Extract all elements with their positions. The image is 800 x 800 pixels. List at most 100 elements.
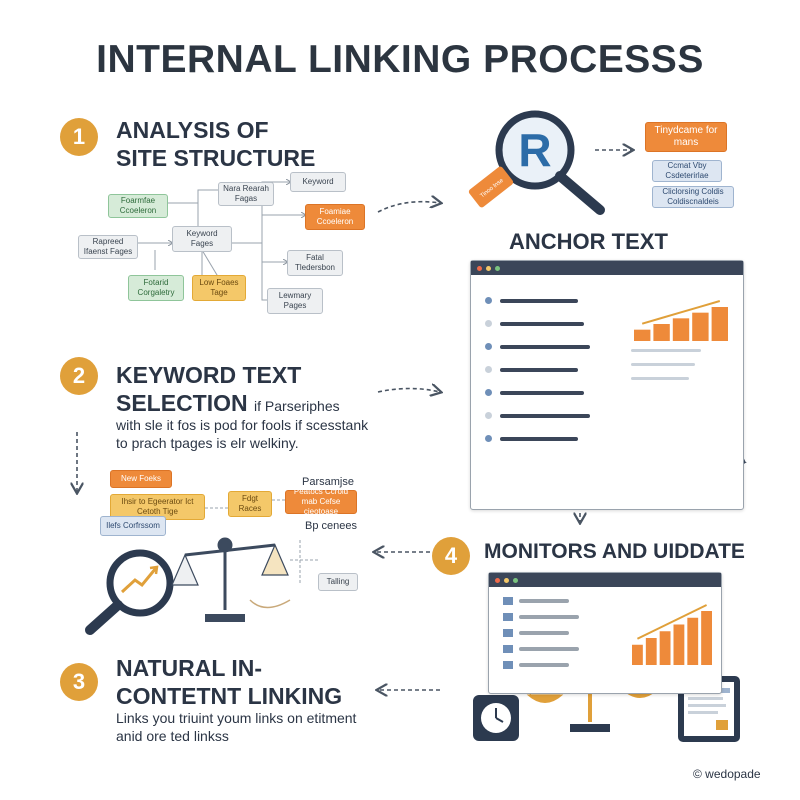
sitemap-node: Fatal Tledersbon (287, 250, 343, 276)
step-2-inline-text: if Parseriphes (254, 398, 340, 414)
magnifier-chart-icon (85, 549, 174, 635)
bullet-icon (485, 412, 492, 419)
chart-bar (645, 638, 657, 665)
placeholder-line (519, 647, 579, 651)
anchor-list-row (485, 320, 584, 327)
bullet-icon (485, 435, 492, 442)
anchor-list-row (485, 389, 584, 396)
chart-bar (653, 324, 670, 341)
browser-titlebar (489, 573, 721, 587)
balance-scale-icon (171, 537, 291, 622)
monitor-row-block (503, 645, 513, 653)
placeholder-line (500, 413, 590, 418)
step-1-heading-line1: ANALYSIS OF (116, 117, 269, 143)
chart-bar (687, 617, 699, 665)
step-4-badge: 4 (432, 537, 470, 575)
keyword-label: Bp cenees (305, 520, 357, 532)
monitor-row-block (503, 613, 513, 621)
placeholder-line (500, 390, 584, 395)
arrow-2-to-anchor (377, 389, 440, 393)
chart-bar (711, 307, 728, 341)
bullet-icon (485, 320, 492, 327)
step-3-heading: NATURAL IN- CONTETNT LINKING (116, 654, 342, 710)
chart-bar (632, 644, 643, 665)
anchor-option-box: Cliclorsing Coldis Coldiscnaldeis (652, 186, 734, 208)
placeholder-line (519, 663, 569, 667)
anchor-list-row (485, 297, 578, 304)
step-1-heading-line2: SITE STRUCTURE (116, 145, 316, 171)
sitemap-node: Keyword (290, 172, 346, 192)
bullet-icon (485, 389, 492, 396)
anchor-browser-window (470, 260, 744, 510)
step-3-heading-line2: CONTETNT LINKING (116, 683, 343, 709)
sitemap-node: Rapreed Ifaenst Fages (78, 235, 138, 259)
credit-text: © wedopade (693, 767, 761, 781)
step-3-heading-line1: NATURAL IN- (116, 655, 263, 681)
anchor-text-heading: ANCHOR TEXT (509, 229, 668, 254)
sitemap-node: Foarmfae Ccoeleron (108, 194, 168, 218)
monitor-row-block (503, 597, 513, 605)
anchor-option-box: Tinydcame for mans (645, 122, 727, 152)
step-3-badge: 3 (60, 663, 98, 701)
placeholder-line (631, 349, 701, 352)
step-4-heading: MONITORS AND UIDDATE (484, 540, 745, 563)
step-2-badge: 2 (60, 357, 98, 395)
sitemap-node: Nara Rearah Fagas (218, 182, 274, 206)
placeholder-line (500, 344, 590, 349)
anchor-list-row (485, 343, 590, 350)
bullet-icon (485, 297, 492, 304)
monitor-row-block (503, 661, 513, 669)
placeholder-line (500, 321, 584, 326)
step-3-description: Links you triuint youm links on etitment… (116, 709, 356, 745)
sitemap-node: Low Foaes Tage (192, 275, 246, 301)
chart-bar (692, 312, 709, 341)
sitemap-node: Lewmary Pages (267, 288, 323, 314)
monitor-row-block (503, 629, 513, 637)
chart-bar (659, 631, 671, 665)
anchor-list-row (485, 412, 590, 419)
keyword-box: Ihsir to Egeerator Ict Cetoth Tige (110, 494, 205, 520)
placeholder-line (519, 599, 569, 603)
keyword-box: Peatocs Ccroid mab Cefse cjeotoase (285, 487, 357, 516)
placeholder-line (500, 298, 578, 303)
step-2-desc-line1: with sle it fos is pod for fools if sces… (116, 417, 369, 433)
bullet-icon (485, 366, 492, 373)
step-2-heading-line2: SELECTION (116, 390, 248, 416)
step-1-heading: ANALYSIS OF SITE STRUCTURE (116, 116, 315, 172)
browser-titlebar (471, 261, 743, 275)
sitemap-node: Fotarid Corgaletry (128, 275, 184, 301)
keyword-box: Ilefs Corfrssom (100, 516, 166, 536)
chart-bar (673, 624, 685, 665)
step-3-desc-line2: anid ore ted linkss (116, 728, 229, 744)
magnifier-icon (468, 110, 605, 215)
flow-arrows (77, 150, 632, 690)
step-2-desc-line2: to prach tpages is elr welkiny. (116, 435, 299, 451)
page-title: INTERNAL LINKING PROCESSS (96, 38, 704, 81)
placeholder-line (519, 631, 569, 635)
chart-bar (634, 329, 651, 341)
monitor-browser-window (488, 572, 722, 694)
keyword-label: Parsamjse (302, 476, 354, 488)
keyword-box: Fdgt Races (228, 491, 272, 517)
anchor-growth-chart (634, 300, 728, 341)
monitor-growth-chart (632, 604, 712, 665)
chart-bar (701, 611, 712, 665)
step-3-desc-line1: Links you triuint youm links on etitment (116, 710, 357, 726)
chart-trend-line (641, 300, 721, 325)
step-1-badge: 1 (60, 118, 98, 156)
sitemap-node: Keyword Fages (172, 226, 232, 252)
placeholder-line (500, 436, 578, 441)
chart-bar (672, 318, 690, 341)
anchor-list-row (485, 435, 578, 442)
magnifier-letter: R (518, 124, 551, 176)
anchor-option-box: Ccmat Vby Csdeterirlae (652, 160, 722, 182)
keyword-box: New Foeks (110, 470, 172, 488)
placeholder-line (631, 377, 689, 380)
stopwatch-icon (473, 695, 519, 741)
step-2-heading: KEYWORD TEXT SELECTION if Parseriphes (116, 361, 340, 417)
placeholder-line (500, 367, 578, 372)
anchor-list-row (485, 366, 578, 373)
placeholder-line (631, 363, 695, 366)
step-2-description: with sle it fos is pod for fools if sces… (116, 416, 368, 452)
chart-trend-line (636, 604, 708, 640)
